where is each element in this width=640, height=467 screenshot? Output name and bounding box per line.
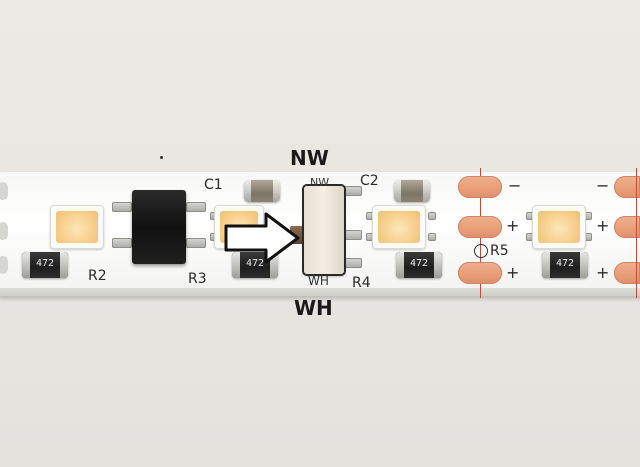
polarity-plus: + <box>596 263 610 282</box>
resistor-r2: 472 <box>22 252 68 278</box>
resistor-code: 472 <box>245 258 265 269</box>
led-pad <box>428 233 436 241</box>
scissors-mark-icon <box>474 244 488 258</box>
led-pad <box>584 233 592 241</box>
edge-pad-bottom <box>0 256 8 274</box>
led-pad <box>526 233 534 241</box>
led-pad <box>526 212 534 220</box>
driver-ic <box>132 190 186 264</box>
led-pad <box>428 212 436 220</box>
edge-pad-middle <box>0 222 8 240</box>
led-pad <box>584 212 592 220</box>
solder-pad-plus <box>458 216 502 238</box>
solder-pad-edge <box>614 216 640 238</box>
resistor-code: 472 <box>409 258 429 269</box>
dust-speck <box>160 156 163 159</box>
cut-line-2 <box>636 168 637 298</box>
led-phosphor <box>378 211 420 243</box>
ic-lead <box>186 238 206 248</box>
switch-lead <box>340 186 362 196</box>
silkscreen-r4: R4 <box>352 275 371 291</box>
switch-lead <box>340 230 362 240</box>
switch-lead <box>340 258 362 268</box>
capacitor-c1 <box>244 180 280 202</box>
resistor-code: 472 <box>35 258 55 269</box>
silkscreen-wh: WH <box>308 274 329 288</box>
edge-pad-top <box>0 182 8 200</box>
silkscreen-c1: C1 <box>204 177 223 193</box>
polarity-plus: + <box>596 216 610 235</box>
ic-lead <box>112 202 132 212</box>
capacitor-c2 <box>394 180 430 202</box>
annotation-nw: NW <box>290 146 329 170</box>
solder-pad-edge <box>614 262 640 284</box>
polarity-minus: − <box>508 176 522 195</box>
led-chip-1 <box>50 205 104 249</box>
silkscreen-r5: R5 <box>490 243 509 259</box>
annotation-wh: WH <box>294 296 333 320</box>
led-phosphor <box>56 211 98 243</box>
silkscreen-c2: C2 <box>360 173 379 189</box>
solder-pad-edge <box>614 176 640 198</box>
polarity-minus: − <box>596 176 610 195</box>
resistor-r4: 472 <box>396 252 442 278</box>
silkscreen-nw: NW <box>310 176 330 189</box>
led-phosphor <box>538 211 580 243</box>
ic-lead <box>112 238 132 248</box>
solder-pad-minus <box>458 176 502 198</box>
led-chip-3 <box>372 205 426 249</box>
resistor-r5: 472 <box>542 252 588 278</box>
ic-lead <box>186 202 206 212</box>
led-chip-4 <box>532 205 586 249</box>
led-pad <box>366 233 374 241</box>
led-strip-edge <box>0 288 640 296</box>
resistor-code: 472 <box>555 258 575 269</box>
silkscreen-r3: R3 <box>188 271 207 287</box>
silkscreen-r2: R2 <box>88 268 107 284</box>
solder-pad-plus <box>458 262 502 284</box>
right-arrow-icon <box>224 212 300 264</box>
slide-switch <box>304 186 344 274</box>
led-pad <box>366 212 374 220</box>
polarity-plus: + <box>506 216 520 235</box>
polarity-plus: + <box>506 263 520 282</box>
